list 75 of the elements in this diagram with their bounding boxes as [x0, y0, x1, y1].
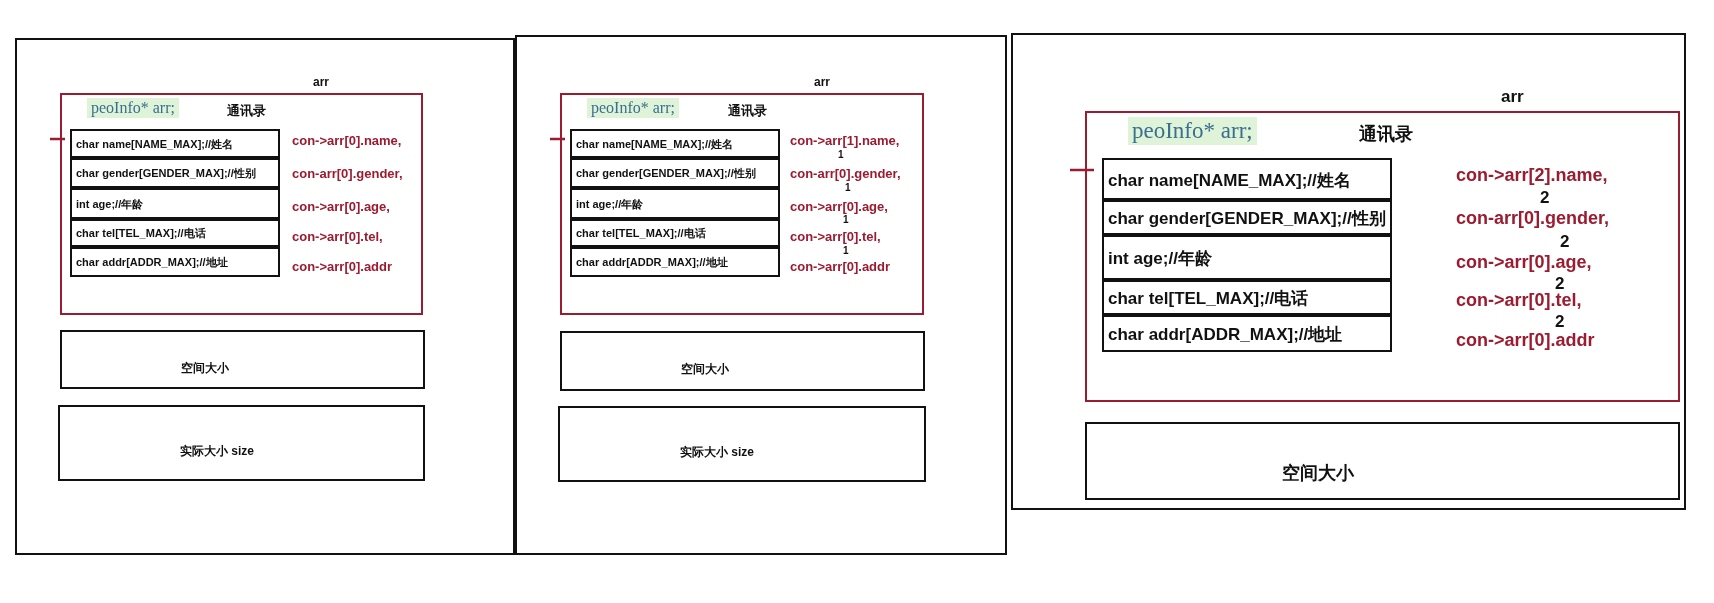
- index-digit: 1: [845, 183, 851, 193]
- code-label: con->arr[0].name,: [292, 134, 402, 147]
- beside-label: arr: [313, 75, 329, 90]
- code-text: peoInfo* arr;: [1128, 117, 1257, 145]
- code-label: con->arr[2].name,: [1456, 166, 1608, 184]
- beside-label: arr: [814, 75, 830, 90]
- field-text: char tel[TEL_MAX];//电话: [1108, 288, 1309, 310]
- panel-frame: [15, 38, 515, 555]
- code-text: peoInfo* arr;: [587, 98, 679, 118]
- index-digit: 1: [843, 246, 849, 256]
- field-text: int age;//年龄: [576, 197, 644, 212]
- index-digit: 1: [838, 150, 844, 160]
- size-text: 空间大小: [181, 360, 229, 377]
- code-label: con->arr[0].addr: [292, 260, 393, 273]
- code-label: con->arr[0].addr: [790, 260, 891, 273]
- code-label: con->arr[0].tel,: [1456, 291, 1582, 309]
- field-text: char tel[TEL_MAX];//电话: [576, 226, 706, 241]
- field-text: char name[NAME_MAX];//姓名: [576, 137, 734, 152]
- field-text: char gender[GENDER_MAX];//性别: [576, 166, 756, 181]
- field-text: char tel[TEL_MAX];//电话: [76, 226, 206, 241]
- field-text: char addr[ADDR_MAX];//地址: [76, 255, 228, 270]
- field-text: char addr[ADDR_MAX];//地址: [576, 255, 728, 270]
- size-box: [58, 405, 425, 481]
- size-box: [1085, 422, 1680, 500]
- index-digit: 2: [1555, 275, 1565, 292]
- field-text: char name[NAME_MAX];//姓名: [76, 137, 234, 152]
- code-label: con-arr[0].gender,: [1456, 209, 1610, 227]
- code-text: peoInfo* arr;: [87, 98, 179, 118]
- field-box: [570, 247, 780, 277]
- size-text: 实际大小 size: [680, 444, 754, 461]
- field-box: [70, 158, 280, 188]
- size-text: 空间大小: [681, 361, 729, 378]
- code-label: con->arr[0].age,: [292, 200, 390, 213]
- panel-frame: [515, 35, 1007, 555]
- heading-text: 通讯录: [1359, 123, 1413, 146]
- index-digit: 1: [843, 215, 849, 225]
- field-text: char addr[ADDR_MAX];//地址: [1108, 324, 1343, 346]
- code-label: con-arr[0].gender,: [790, 167, 901, 180]
- field-box: [1102, 158, 1392, 200]
- beside-label: arr: [1501, 86, 1524, 107]
- code-label: con->arr[0].age,: [790, 200, 888, 213]
- index-digit: 2: [1560, 233, 1570, 250]
- code-label: con->arr[0].age,: [1456, 253, 1592, 271]
- index-digit: 2: [1540, 189, 1550, 206]
- code-label: con->arr[0].tel,: [292, 230, 383, 243]
- size-box: [60, 330, 425, 389]
- heading-text: 通讯录: [728, 102, 767, 120]
- code-label: con->arr[0].addr: [1456, 331, 1595, 349]
- size-text: 实际大小 size: [180, 443, 254, 460]
- field-text: int age;//年龄: [1108, 248, 1212, 270]
- field-box: [1102, 280, 1392, 315]
- field-text: int age;//年龄: [76, 197, 144, 212]
- field-box: [1102, 200, 1392, 235]
- size-text: 空间大小: [1282, 462, 1354, 485]
- field-box: [1102, 315, 1392, 352]
- field-box: [570, 188, 780, 219]
- size-box: [560, 331, 925, 391]
- field-box: [570, 129, 780, 158]
- field-text: char gender[GENDER_MAX];//性别: [1108, 208, 1386, 230]
- field-text: char gender[GENDER_MAX];//性别: [76, 166, 256, 181]
- code-label: con-arr[0].gender,: [292, 167, 403, 180]
- code-label: con->arr[1].name,: [790, 134, 900, 147]
- field-box: [70, 247, 280, 277]
- code-label: con->arr[0].tel,: [790, 230, 881, 243]
- field-box: [70, 188, 280, 219]
- field-box: [70, 129, 280, 158]
- field-box: [70, 219, 280, 247]
- size-box: [558, 406, 926, 482]
- field-box: [570, 158, 780, 188]
- heading-text: 通讯录: [227, 102, 266, 120]
- field-box: [1102, 235, 1392, 280]
- field-box: [570, 219, 780, 247]
- index-digit: 2: [1555, 313, 1565, 330]
- panel-frame: [1011, 33, 1686, 510]
- field-text: char name[NAME_MAX];//姓名: [1108, 170, 1351, 192]
